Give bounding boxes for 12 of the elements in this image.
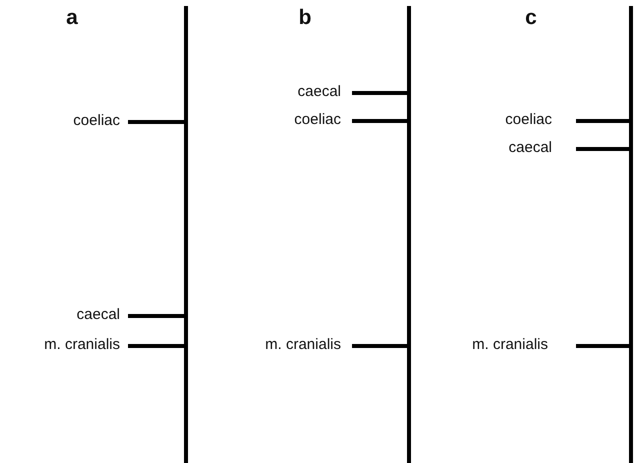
- branch-label: m. cranialis: [44, 336, 120, 354]
- branch-label: coeliac: [73, 112, 120, 130]
- branch-label: coeliac: [294, 111, 341, 129]
- panel-letter: a: [66, 6, 78, 30]
- branch-label: m. cranialis: [472, 336, 548, 354]
- branch-label: m. cranialis: [265, 336, 341, 354]
- branch-label: caecal: [298, 83, 341, 101]
- panel-letter: b: [298, 6, 312, 30]
- branch-label: coeliac: [505, 111, 552, 129]
- branch-label: caecal: [76, 306, 120, 324]
- branch-label: caecal: [508, 139, 552, 157]
- panel-letter: c: [525, 6, 537, 30]
